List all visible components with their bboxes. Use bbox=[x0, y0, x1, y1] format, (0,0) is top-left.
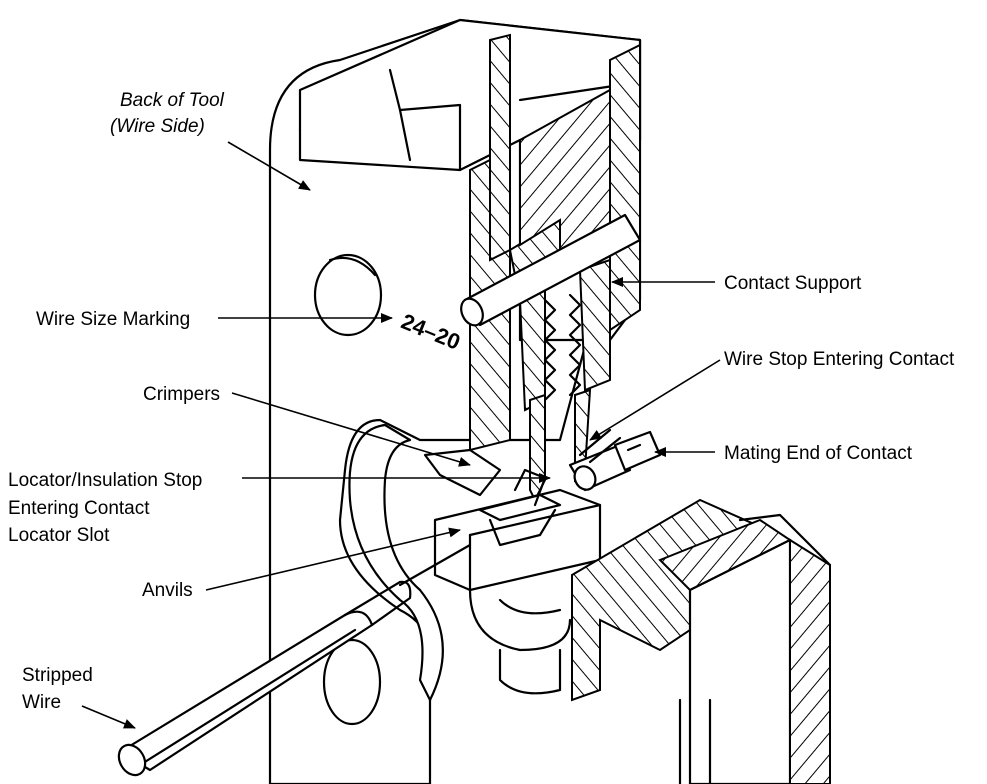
label-anvils: Anvils bbox=[142, 580, 193, 601]
label-locator-2: Entering Contact bbox=[8, 498, 150, 519]
label-locator-1: Locator/Insulation Stop bbox=[8, 470, 202, 491]
tool-lower-curve bbox=[468, 588, 572, 695]
label-back-of-tool-2: (Wire Side) bbox=[110, 116, 205, 137]
label-back-of-tool-1: Back of Tool bbox=[120, 90, 225, 111]
label-wire-size-marking: Wire Size Marking bbox=[36, 309, 190, 330]
wire-size-boss bbox=[313, 253, 383, 337]
label-contact-support: Contact Support bbox=[724, 273, 862, 294]
stripped-wire bbox=[117, 543, 472, 777]
lower-support-post bbox=[571, 498, 832, 784]
label-stripped-wire-1: Stripped bbox=[22, 665, 93, 686]
label-locator-3: Locator Slot bbox=[8, 525, 110, 546]
crimper-springs bbox=[543, 293, 582, 402]
label-mating-end: Mating End of Contact bbox=[724, 443, 913, 464]
contact-part bbox=[568, 428, 662, 492]
leader-lines bbox=[81, 141, 721, 729]
label-wire-stop: Wire Stop Entering Contact bbox=[724, 349, 955, 370]
cross-pin bbox=[460, 213, 642, 327]
contact-support-section bbox=[518, 43, 641, 412]
label-crimpers: Crimpers bbox=[143, 384, 220, 405]
label-stripped-wire-2: Wire bbox=[22, 692, 61, 713]
tool-handle-left bbox=[322, 423, 444, 726]
